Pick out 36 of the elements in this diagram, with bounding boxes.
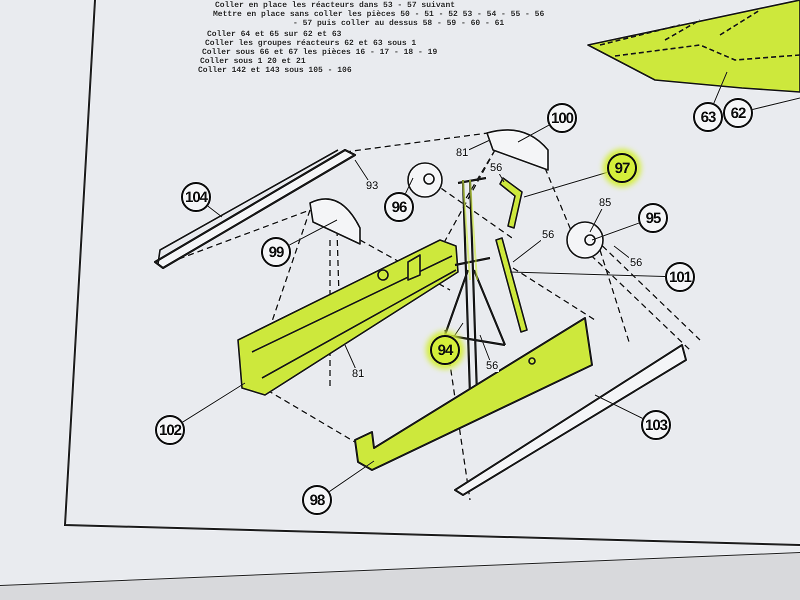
leader-line [288,220,338,246]
leader-line [518,124,550,142]
leader-line [328,460,374,492]
leader-line [405,178,414,194]
part-number: 56 [629,257,644,269]
leader-line [512,240,542,262]
part-number: 93 [365,180,380,192]
leader-line [354,160,369,180]
leader-line [510,272,666,278]
leader-line [452,322,464,338]
part-number: 56 [541,229,556,241]
instruction-text: Coller sous 1 20 et 21 [200,57,307,66]
part-number: 56 [489,162,504,174]
part-number: 85 [598,197,612,209]
instruction-text: Coller 64 et 65 sur 62 et 63 [207,30,342,39]
instruction-text: Coller les groupes réacteurs 62 et 63 sous 1 [205,39,418,48]
leader-line [480,334,490,360]
leader-line [592,222,640,240]
instruction-text: Coller sous 66 et 67 les pièces 16 - 17 - 18 - 19 [202,48,438,57]
instruction-text: Coller en place les réacteurs dans 53 - 57 suivant [215,1,456,10]
leader-line [524,172,608,198]
leader-line [614,246,630,258]
part-number: 81 [351,368,366,380]
leader-line [182,382,246,423]
leader-line [594,394,644,419]
leader-line [713,72,728,104]
part-number: 81 [455,147,470,159]
instruction-text: Mettre en place sans coller les pièces 50 - 51 - 52 53 - 54 - 55 - 56 - 57 puis coller au dessus 58 - 59 - 60 - 61 [213,10,546,28]
part-number: 56 [485,360,500,372]
leader-line [590,208,602,232]
instruction-text: Coller 142 et 143 sous 105 - 106 [198,66,353,75]
leader-line [752,98,800,110]
leader-line [207,206,222,218]
leader-line [498,174,504,182]
leader-line [468,140,490,150]
leader-line [344,344,356,368]
